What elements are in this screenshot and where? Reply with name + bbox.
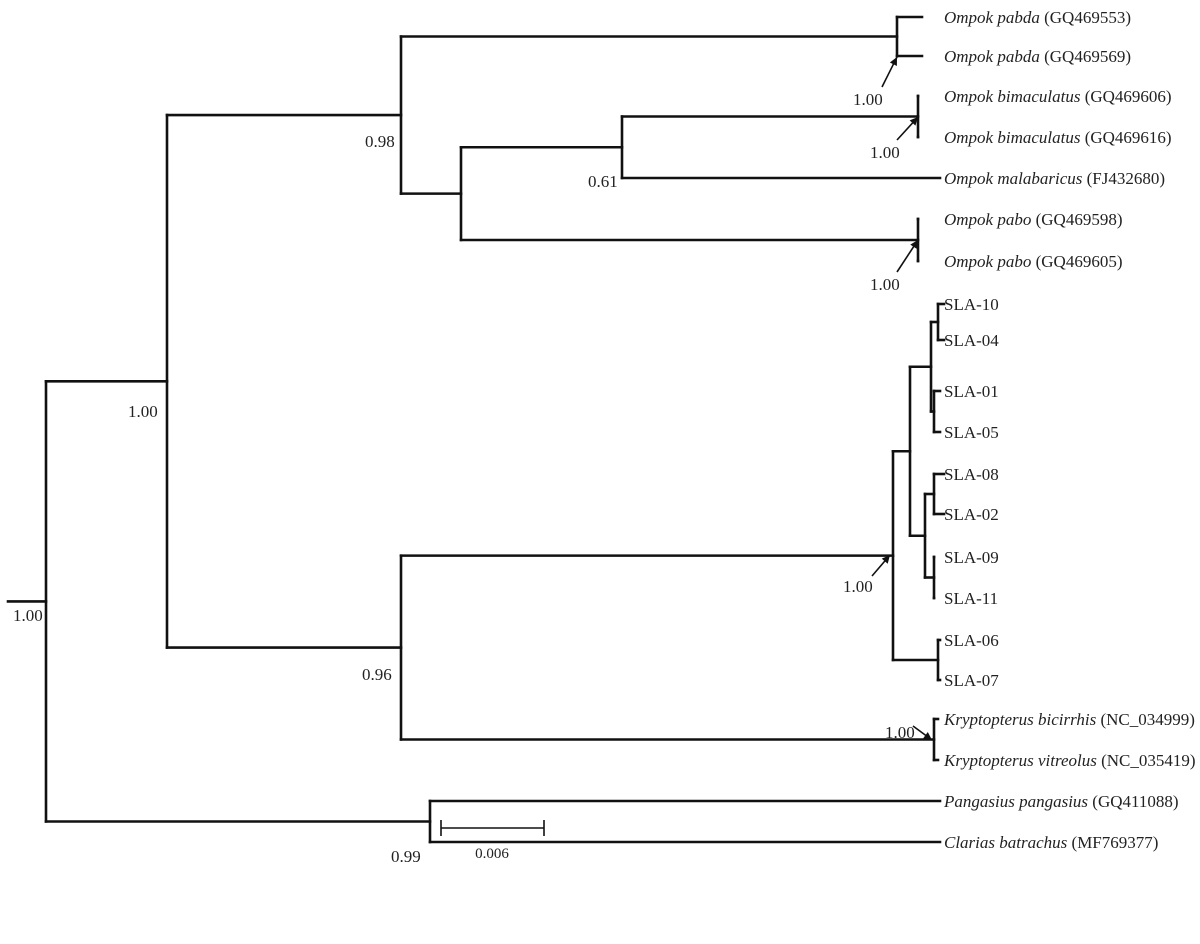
tip-species-name: Kryptopterus vitreolus — [943, 751, 1101, 770]
tip-label: SLA-05 — [944, 423, 999, 442]
tip-label: SLA-08 — [944, 465, 999, 484]
tip-label: SLA-07 — [944, 671, 999, 690]
tip-accession: (GQ411088) — [1092, 792, 1178, 811]
support-value-ingroup: 1.00 — [128, 402, 158, 421]
tip-label: SLA-06 — [944, 631, 999, 650]
tip-accession: (NC_035419) — [1101, 751, 1195, 770]
tip-label: Kryptopterus vitreolus (NC_035419) — [943, 751, 1196, 770]
tip-accession: SLA-08 — [944, 465, 999, 484]
tip-labels: Ompok pabda (GQ469553)Ompok pabda (GQ469… — [943, 8, 1196, 852]
tip-accession: (GQ469605) — [1036, 252, 1123, 271]
tip-label: SLA-01 — [944, 382, 999, 401]
tip-species-name: Ompok bimaculatus — [944, 87, 1085, 106]
scale-bar-label: 0.006 — [475, 846, 509, 862]
tip-species-name: Clarias batrachus — [944, 833, 1072, 852]
tip-label: SLA-09 — [944, 548, 999, 567]
support-value-pabda: 1.00 — [853, 90, 883, 109]
support-value-root: 1.00 — [13, 606, 43, 625]
scale-bar: 0.006 — [440, 820, 545, 862]
support-value-krypt: 1.00 — [885, 723, 915, 742]
tip-accession: (MF769377) — [1072, 833, 1159, 852]
tip-accession: (GQ469598) — [1036, 210, 1123, 229]
tip-label: Ompok pabda (GQ469569) — [944, 47, 1131, 66]
tip-accession: (GQ469616) — [1085, 128, 1172, 147]
tip-species-name: Ompok pabo — [944, 210, 1036, 229]
tip-species-name: Ompok bimaculatus — [944, 128, 1085, 147]
tip-label: Ompok bimaculatus (GQ469606) — [944, 87, 1172, 106]
tip-accession: SLA-01 — [944, 382, 999, 401]
tip-accession: (GQ469553) — [1044, 8, 1131, 27]
tip-label: SLA-11 — [944, 589, 998, 608]
tip-accession: SLA-10 — [944, 295, 999, 314]
tip-accession: SLA-06 — [944, 631, 999, 650]
support-arrow-bimac-head — [909, 117, 918, 126]
support-arrow-sla-head — [881, 555, 890, 564]
support-value-ompok: 0.98 — [365, 132, 395, 151]
tip-species-name: Pangasius pangasius — [943, 792, 1092, 811]
tip-label: Ompok malabaricus (FJ432680) — [944, 169, 1165, 188]
tip-label: SLA-02 — [944, 505, 999, 524]
tip-label: Ompok bimaculatus (GQ469616) — [944, 128, 1172, 147]
tip-label: Kryptopterus bicirrhis (NC_034999) — [943, 710, 1195, 729]
support-arrow-pabda-head — [889, 57, 897, 66]
tip-accession: (NC_034999) — [1100, 710, 1194, 729]
tip-accession: SLA-05 — [944, 423, 999, 442]
tree-branches — [6, 15, 946, 844]
tip-label: SLA-04 — [944, 331, 999, 350]
support-value-pabo: 1.00 — [870, 275, 900, 294]
support-value-bimac: 1.00 — [870, 143, 900, 162]
tip-accession: (GQ469606) — [1085, 87, 1172, 106]
support-value-bimac_mal: 0.61 — [588, 172, 618, 191]
tip-label: Ompok pabo (GQ469605) — [944, 252, 1123, 271]
tip-accession: (GQ469569) — [1044, 47, 1131, 66]
tip-accession: SLA-09 — [944, 548, 999, 567]
tip-label: Pangasius pangasius (GQ411088) — [943, 792, 1179, 811]
tip-species-name: Kryptopterus bicirrhis — [943, 710, 1100, 729]
tip-label: Clarias batrachus (MF769377) — [944, 833, 1158, 852]
tip-species-name: Ompok malabaricus — [944, 169, 1087, 188]
tip-label: Ompok pabda (GQ469553) — [944, 8, 1131, 27]
support-arrow-pabo-head — [910, 240, 918, 249]
tip-label: Ompok pabo (GQ469598) — [944, 210, 1123, 229]
tip-accession: SLA-07 — [944, 671, 999, 690]
support-labels: 1.00 1.00 0.61 1.00 0.98 1.00 1.00 1.00 0.96 0.99… — [13, 90, 915, 866]
tip-species-name: Ompok pabo — [944, 252, 1036, 271]
tip-accession: SLA-02 — [944, 505, 999, 524]
tip-label: SLA-10 — [944, 295, 999, 314]
support-arrow-krypt-head — [923, 732, 932, 740]
tip-species-name: Ompok pabda — [944, 8, 1044, 27]
support-value-sla_krypt: 0.96 — [362, 665, 392, 684]
tip-accession: SLA-04 — [944, 331, 999, 350]
support-value-sla: 1.00 — [843, 577, 873, 596]
tip-accession: (FJ432680) — [1087, 169, 1165, 188]
support-arrows — [871, 56, 933, 741]
tip-accession: SLA-11 — [944, 589, 998, 608]
tip-species-name: Ompok pabda — [944, 47, 1044, 66]
support-value-outgroup: 0.99 — [391, 847, 421, 866]
